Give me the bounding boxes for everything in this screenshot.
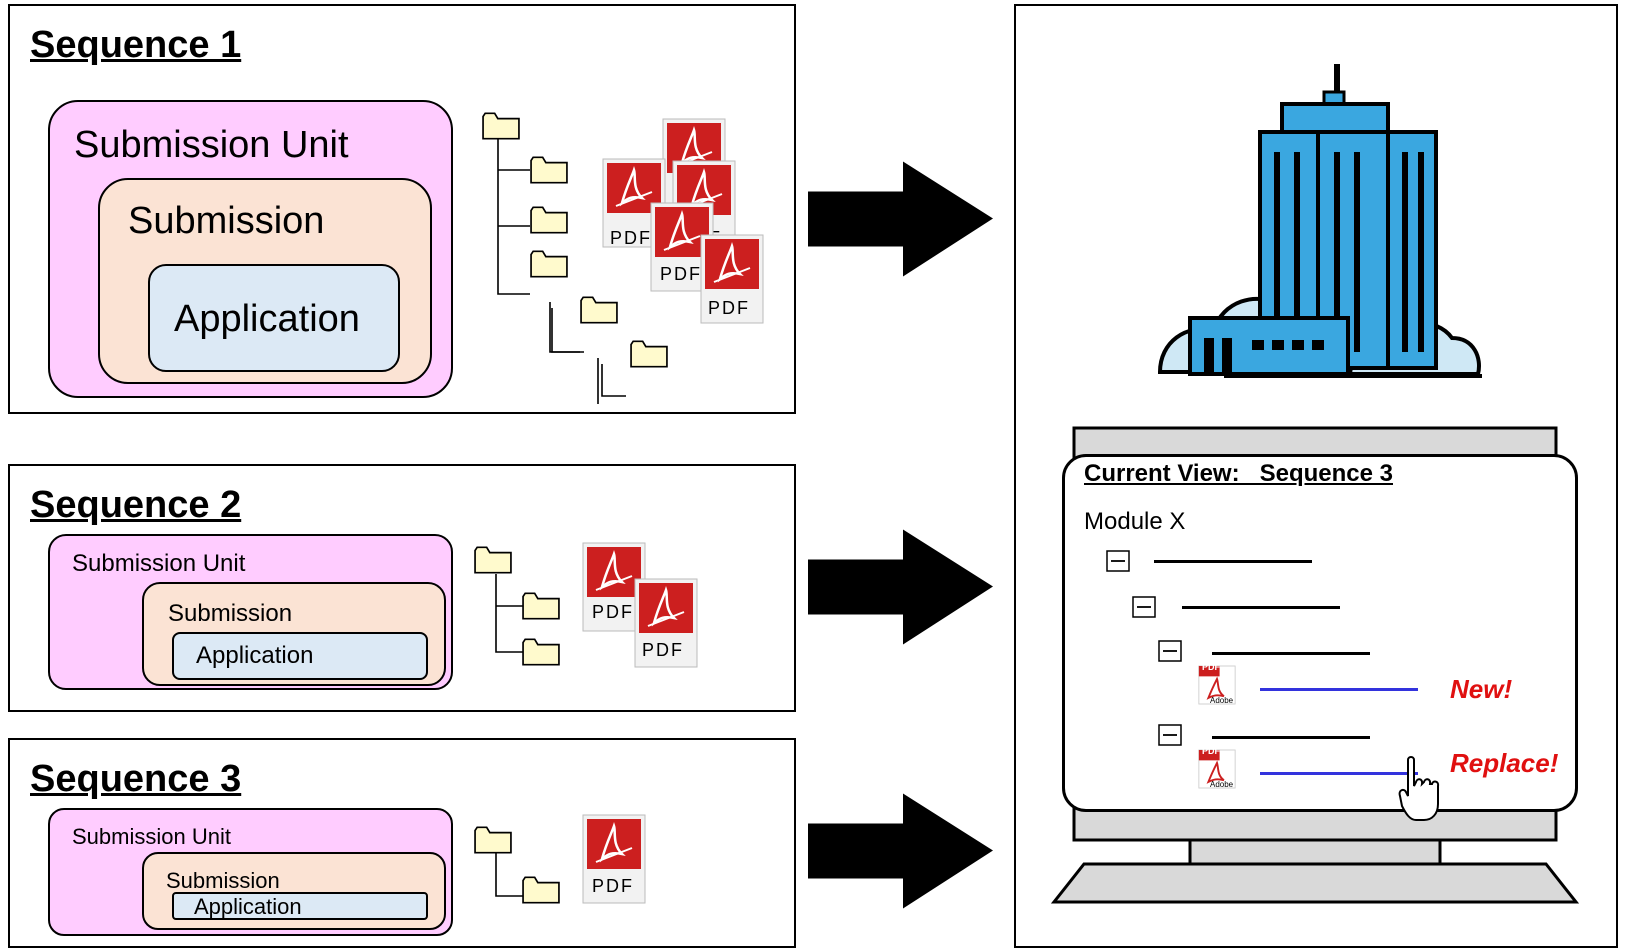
submission-box: Submission Application (98, 178, 432, 384)
monitor-screen (1062, 454, 1578, 812)
submission-box: Submission Application (142, 582, 446, 686)
building-icon (1157, 64, 1482, 378)
folder-tree (497, 138, 626, 404)
sequence-2-panel: Sequence 2 Submission Unit Submission Ap… (8, 464, 796, 712)
screen-heading: Current View: Sequence 3 (1084, 460, 1393, 487)
sequence-1-panel: Sequence 1 Submission Unit Submission Ap… (8, 4, 796, 414)
folder-icon (530, 206, 568, 234)
collapse-icon[interactable] (1132, 596, 1156, 618)
new-status: New! (1450, 674, 1513, 704)
sequence-2-title: Sequence 2 (30, 484, 242, 526)
collapse-icon[interactable] (1158, 724, 1182, 746)
replace-status: Replace! (1450, 748, 1559, 778)
sequence-3-panel: Sequence 3 Submission Unit Submission Ap… (8, 738, 796, 948)
tree-node-line (1212, 736, 1370, 739)
pdf-label: PDF (708, 298, 750, 318)
submission-unit-label: Submission Unit (72, 824, 231, 849)
folder-icon (630, 340, 668, 368)
submission-unit-box: Submission Unit Submission Application (48, 534, 453, 690)
pdf-badge: PDF (1202, 662, 1220, 672)
submission-unit-box: Submission Unit Submission Application (48, 100, 453, 398)
folder-icon (482, 112, 520, 140)
pdf-label: PDF (610, 228, 652, 248)
application-box: Application (172, 892, 428, 920)
tree-node-line (1212, 652, 1370, 655)
folder-icon (580, 296, 618, 324)
tree-node-line (1154, 560, 1312, 563)
submission-unit-label: Submission Unit (72, 550, 246, 577)
adobe-label: Adobe (1210, 780, 1234, 789)
folder-icon (474, 546, 512, 574)
agency-panel: Current View: Sequence 3 Module X PDF Ad… (1014, 4, 1618, 948)
replace-document-link[interactable] (1260, 772, 1418, 775)
application-label: Application (196, 642, 314, 669)
adobe-label: Adobe (1210, 696, 1234, 705)
arrow-icon (808, 160, 993, 278)
folder-icon (522, 592, 560, 620)
application-box: Application (172, 632, 428, 680)
folder-tree (495, 850, 528, 897)
application-label: Application (194, 894, 302, 919)
sequence-3-title: Sequence 3 (30, 758, 242, 800)
tree-node-line (1182, 606, 1340, 609)
arrow-icon (808, 792, 993, 910)
submission-unit-box: Submission Unit Submission Application (48, 808, 453, 936)
collapse-icon[interactable] (1158, 640, 1182, 662)
new-document-link[interactable] (1260, 688, 1418, 691)
hand-cursor-icon (1398, 756, 1440, 821)
pdf-label: PDF (592, 876, 634, 896)
submission-box: Submission Application (142, 852, 446, 930)
folder-icon (474, 826, 512, 854)
submission-unit-label: Submission Unit (74, 124, 349, 166)
pdf-badge: PDF (1202, 746, 1220, 756)
pdf-label: PDF (642, 640, 684, 660)
sequence-1-title: Sequence 1 (30, 24, 242, 66)
folder-icon (530, 250, 568, 278)
application-box: Application (148, 264, 400, 372)
submission-label: Submission (128, 200, 325, 242)
arrow-icon (808, 528, 993, 646)
application-label: Application (174, 298, 360, 340)
pdf-label: PDF (592, 602, 634, 622)
folder-icon (522, 876, 560, 904)
submission-label: Submission (166, 868, 280, 893)
folder-icon (522, 638, 560, 666)
module-label: Module X (1084, 508, 1186, 535)
submission-label: Submission (168, 600, 293, 627)
folder-icon (530, 156, 568, 184)
pdf-label: PDF (660, 264, 702, 284)
collapse-icon[interactable] (1106, 550, 1130, 572)
